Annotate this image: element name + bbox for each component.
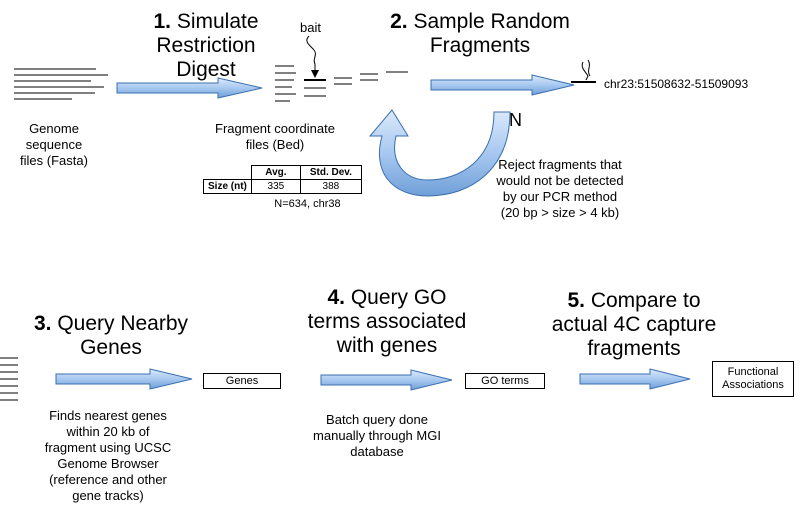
step3-caption-line4: Genome Browser	[57, 456, 159, 471]
step3-caption-line2: within 20 kb of	[66, 424, 150, 439]
step1-number: 1.	[153, 10, 171, 33]
stats-table-container: Avg. Std. Dev. Size (nt) 335 388 N=634, …	[203, 165, 362, 211]
step4-caption-line1: Batch query done	[326, 412, 428, 427]
stats-table: Avg. Std. Dev. Size (nt) 335 388	[203, 165, 362, 194]
step1-title: 1. Simulate Restriction Digest	[126, 10, 286, 82]
genome-caption: Genome sequence files (Fasta)	[0, 121, 108, 169]
stats-value-avg: 335	[250, 179, 301, 194]
step3-title: 3. Query Nearby Genes	[26, 312, 196, 360]
go-terms-box: GO terms	[465, 373, 545, 389]
step3-number: 3.	[33, 312, 52, 335]
arrow-step3-to-genes	[55, 368, 193, 390]
genome-sequence-icon	[14, 68, 108, 100]
step4-title: 4. Query GO terms associated with genes	[300, 286, 474, 358]
arrow-genes-to-go-terms	[320, 369, 453, 391]
step1-title-line2: Restriction Digest	[156, 34, 256, 81]
step4-title-line2: terms associated	[307, 310, 467, 333]
reject-caption-line4: (20 bp > size > 4 kb)	[500, 205, 620, 220]
reject-caption-line2: would not be detected	[496, 173, 624, 188]
step2-title-line2: Fragments	[429, 34, 531, 57]
step3-caption-line3: fragment using UCSC	[44, 440, 172, 455]
arrow-fragments-to-sample	[430, 74, 575, 96]
step4-number: 4.	[327, 286, 345, 309]
stats-header-avg: Avg.	[250, 165, 301, 180]
step3-title-line1: Query Nearby	[57, 312, 189, 335]
bait-label: bait	[300, 20, 321, 35]
step3-caption-line1: Finds nearest genes	[49, 408, 167, 423]
arrow-go-terms-to-functional	[579, 368, 691, 390]
step4-title-line3: with genes	[336, 334, 438, 357]
genome-caption-line1: Genome sequence	[25, 121, 83, 152]
step1-title-line1: Simulate	[176, 10, 259, 33]
fragment-caption-line2: files (Bed)	[245, 137, 305, 152]
step2-number: 2.	[390, 10, 408, 33]
step3-caption: Finds nearest genes within 20 kb of frag…	[30, 408, 186, 504]
fragment-list-icon	[0, 357, 18, 401]
stats-row-label: Size (nt)	[203, 179, 252, 194]
step5-title: 5. Compare to actual 4C capture fragment…	[536, 289, 732, 361]
step3-title-line2: Genes	[80, 336, 142, 359]
arrow-genome-to-fragments	[116, 77, 263, 99]
stats-header-stddev: Std. Dev.	[299, 165, 362, 180]
reject-caption: Reject fragments that would not be detec…	[472, 157, 648, 221]
stats-table-corner	[204, 166, 252, 180]
genome-caption-line2: files (Fasta)	[20, 153, 88, 168]
step5-number: 5.	[567, 289, 585, 312]
sampled-fragment-squiggle-icon	[581, 61, 589, 81]
bait-arrow-icon	[311, 70, 319, 78]
sampled-fragment-squiggle-icon-2	[587, 59, 591, 77]
loop-label: N	[509, 110, 522, 130]
step3-caption-line6: gene tracks)	[72, 488, 144, 503]
rejection-loop-arrow	[368, 109, 511, 197]
fragment-dashes-icon	[275, 65, 408, 102]
step4-caption-line2: manually through MGI	[313, 428, 441, 443]
functional-box-line2: Associations	[722, 379, 784, 391]
step5-title-line2: actual 4C capture	[551, 313, 717, 336]
step3-caption-line5: (reference and other	[49, 472, 167, 487]
reject-caption-line3: by our PCR method	[502, 189, 618, 204]
functional-associations-box: Functional Associations	[712, 361, 794, 397]
step5-title-line3: fragments	[587, 337, 681, 360]
step4-caption-line3: database	[350, 444, 404, 459]
functional-box-line1: Functional	[727, 366, 779, 378]
step4-caption: Batch query done manually through MGI da…	[292, 412, 462, 460]
stats-note: N=634, chr38	[274, 198, 341, 210]
step2-title-line1: Sample Random	[413, 10, 570, 33]
fragment-caption: Fragment coordinate files (Bed)	[200, 121, 350, 153]
step2-title: 2. Sample Random Fragments	[380, 10, 580, 58]
coordinate-label: chr23:51508632-51509093	[604, 77, 749, 91]
fragment-caption-line1: Fragment coordinate	[215, 121, 335, 136]
genes-box: Genes	[203, 373, 281, 389]
stats-value-stddev: 388	[299, 179, 362, 194]
step5-title-line1: Compare to	[590, 289, 701, 312]
bait-squiggle-icon	[306, 35, 316, 76]
step4-title-line1: Query GO	[350, 286, 447, 309]
reject-caption-line1: Reject fragments that	[498, 157, 622, 172]
